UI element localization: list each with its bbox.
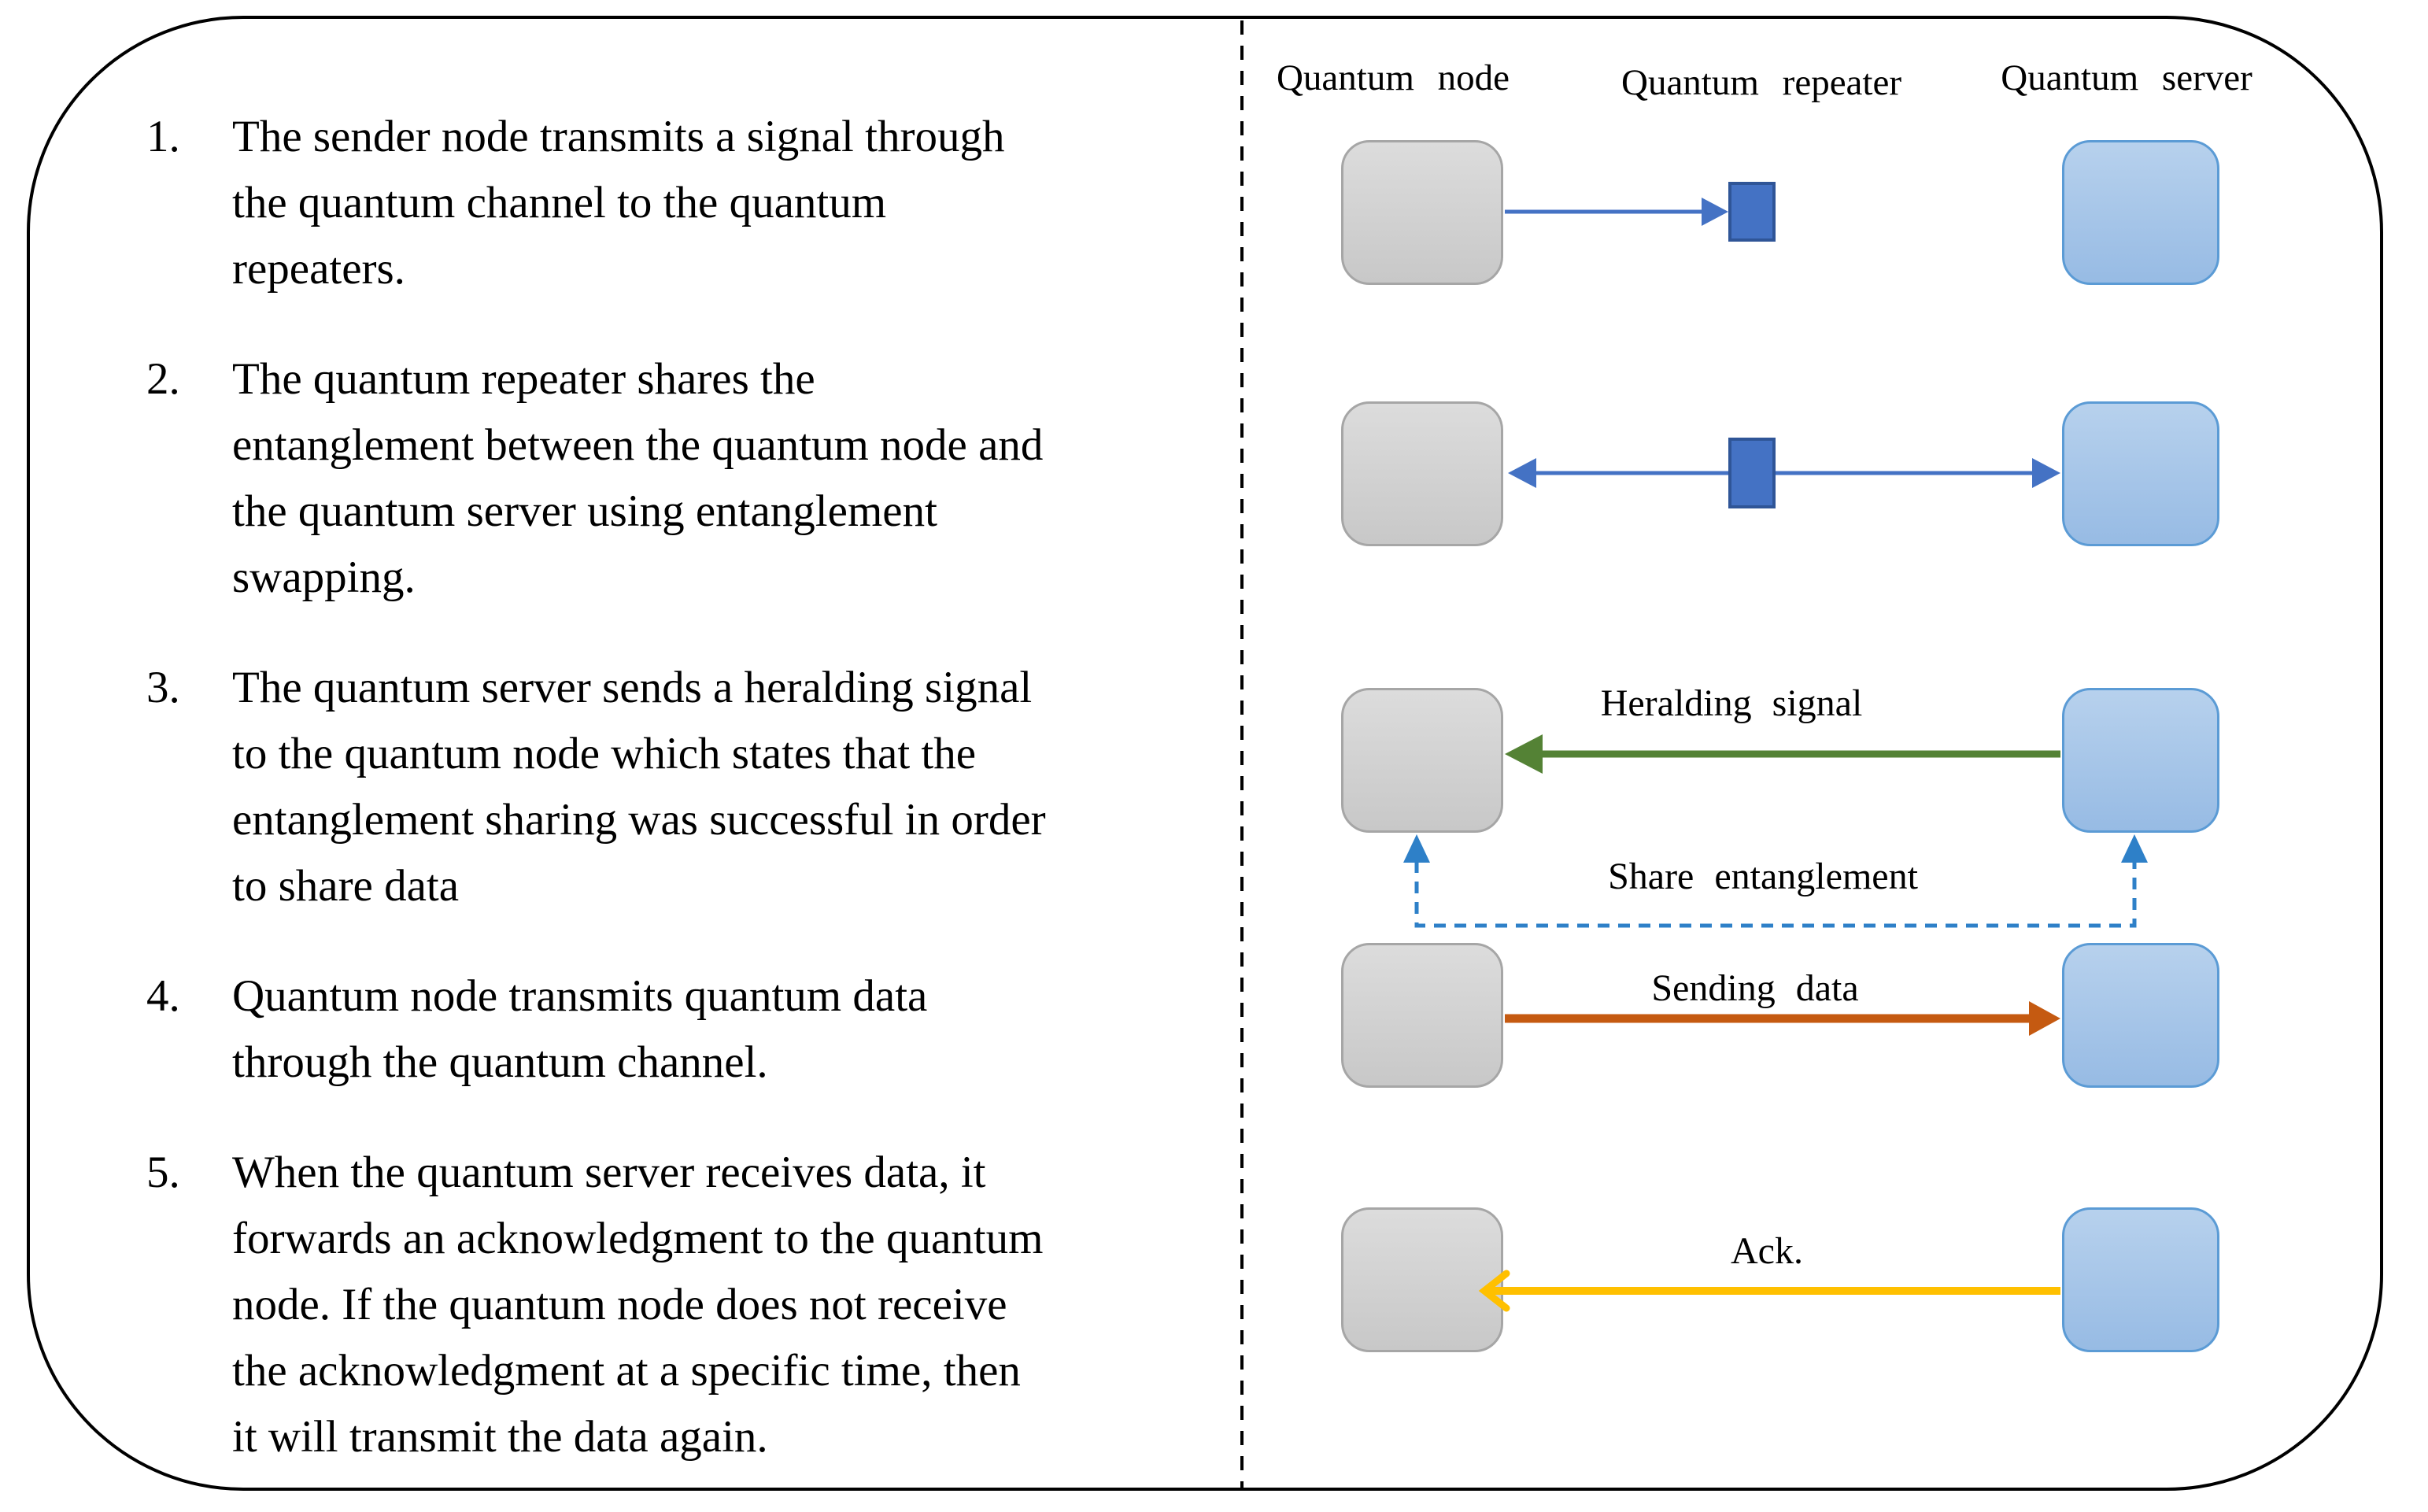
quantum-server-box-row5 [2062,1207,2219,1352]
step-text: The sender node transmits a signal throu… [232,112,1005,294]
protocol-step: 3. The quantum server sends a heralding … [146,655,1170,919]
ack-label: Ack. [1731,1230,1803,1272]
quantum-server-box-row2 [2062,401,2219,546]
step-number: 1. [146,112,180,161]
quantum-server-box-row4 [2062,943,2219,1088]
protocol-step: 1. The sender node transmits a signal th… [146,104,1170,302]
protocol-step: 2. The quantum repeater shares the entan… [146,346,1170,611]
quantum-node-box-row2 [1341,401,1503,546]
quantum-node-label: Quantum node [1276,57,1510,98]
rounded-frame [27,16,2383,1491]
dashed-divider [1240,20,1244,1489]
protocol-steps: 1. The sender node transmits a signal th… [146,104,1170,1512]
step-text: When the quantum server receives data, i… [232,1148,1044,1462]
quantum-repeater-label: Quantum repeater [1621,62,1901,103]
sending-data-label: Sending data [1651,967,1859,1009]
share-entanglement-label: Share entanglement [1608,856,1918,897]
quantum-server-label: Quantum server [2001,57,2252,98]
ack-arrow [1478,1270,2060,1312]
share-entanglement-dashed-arrow [1403,834,2148,928]
quantum-node-box-row4 [1341,943,1503,1088]
sending-data-arrow [1505,1001,2060,1036]
step-number: 5. [146,1148,180,1197]
step-text: Quantum node transmits quantum data thro… [232,971,928,1087]
protocol-step: 4. Quantum node transmits quantum data t… [146,963,1170,1096]
quantum-node-box-row3 [1341,688,1503,833]
quantum-server-box-row1 [2062,140,2219,285]
step-text: The quantum server sends a heralding sig… [232,663,1046,911]
quantum-node-box-row1 [1341,140,1503,285]
step-text: The quantum repeater shares the entangle… [232,354,1044,602]
entanglement-swap-arrow [1508,458,2060,488]
protocol-step: 5. When the quantum server receives data… [146,1140,1170,1470]
quantum-node-box-row5 [1341,1207,1503,1352]
quantum-repeater-box-row2 [1728,438,1776,508]
heralding-signal-arrow [1505,734,2060,774]
node-to-repeater-arrow [1505,198,1728,226]
heralding-signal-label: Heralding signal [1600,682,1863,724]
quantum-server-box-row3 [2062,688,2219,833]
quantum-repeater-box-row1 [1728,182,1776,242]
step-number: 4. [146,971,180,1021]
step-number: 3. [146,663,180,712]
step-number: 2. [146,354,180,404]
